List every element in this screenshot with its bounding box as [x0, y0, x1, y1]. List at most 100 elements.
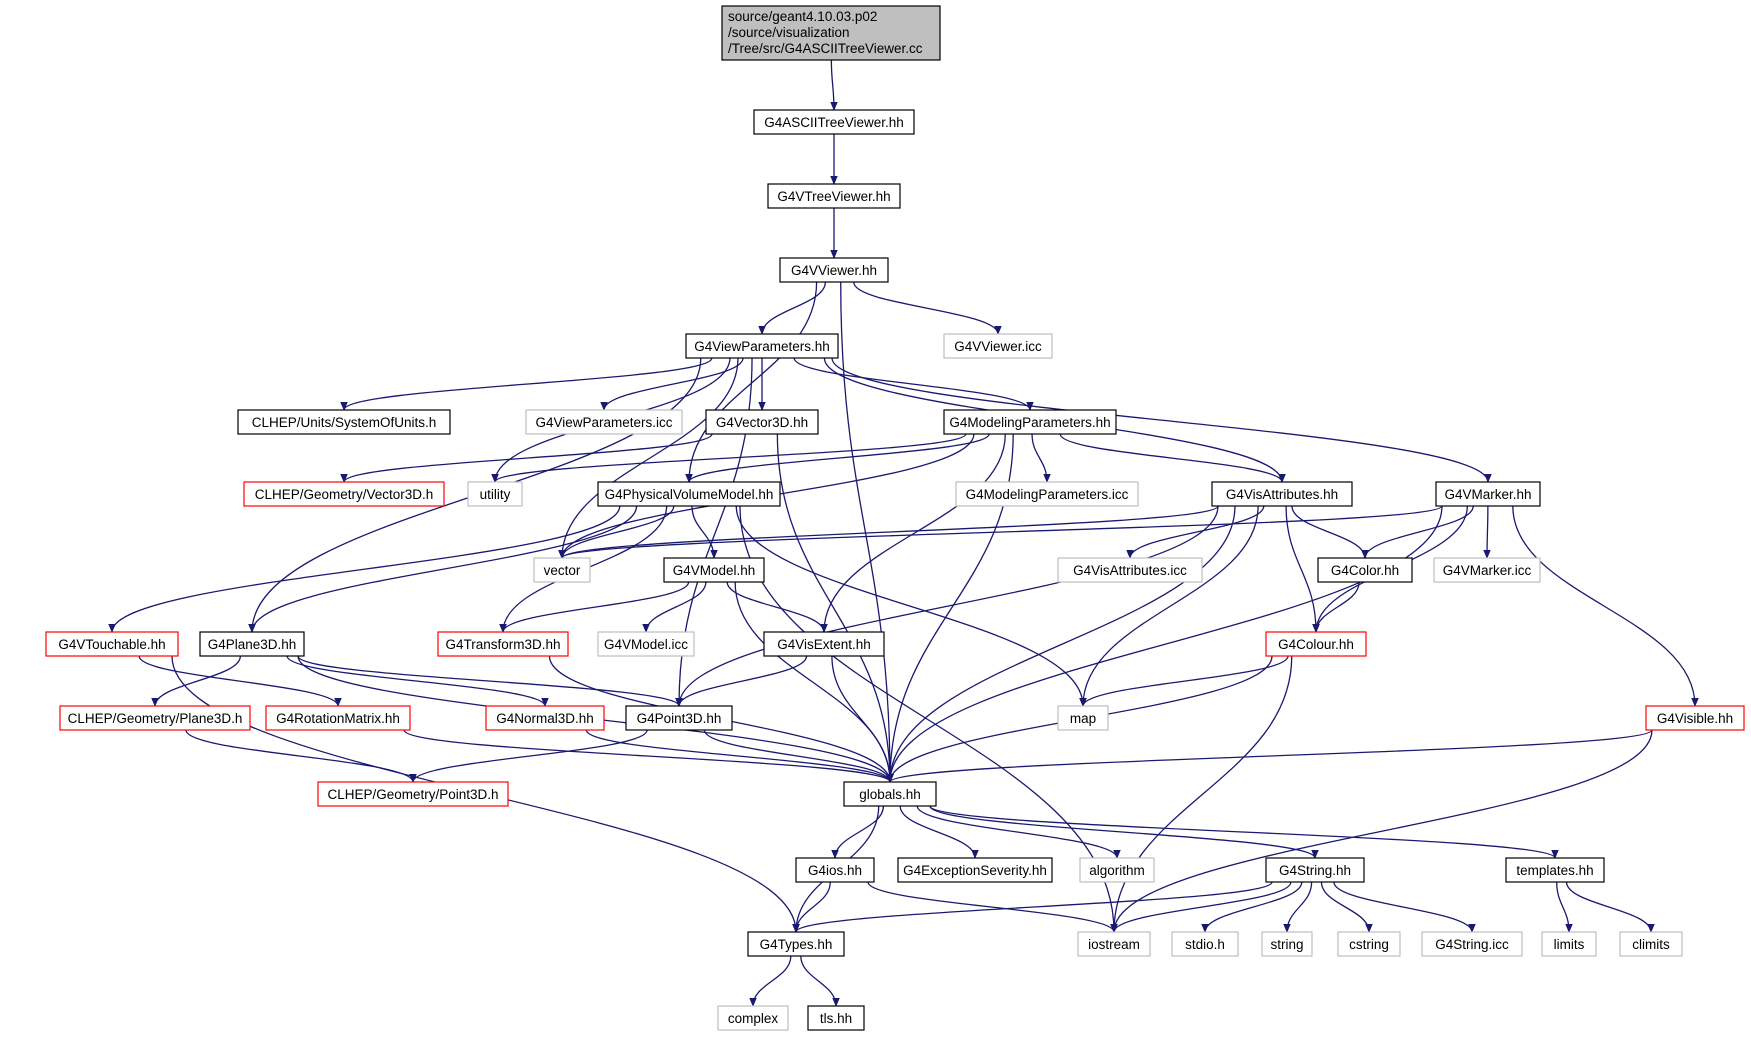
node-box-colour — [1265, 631, 1367, 657]
node-tls[interactable]: tls.hh — [807, 1005, 865, 1031]
edge-viewparams-to-modelparams — [793, 357, 1034, 411]
node-globals[interactable]: globals.hh — [843, 781, 937, 807]
node-label-map: map — [1070, 711, 1096, 726]
node-box-visextent — [763, 631, 885, 657]
edge-pvmodel-to-plane3d — [248, 505, 638, 633]
node-label-string: string — [1270, 937, 1303, 952]
node-box-vmodel — [663, 557, 765, 583]
node-color[interactable]: G4Color.hh — [1317, 557, 1413, 583]
edge-vviewer-to-pvmodel — [685, 281, 818, 483]
node-box-clhepplane — [59, 705, 251, 731]
edge-pvmodel-to-vector — [558, 505, 675, 559]
node-exsev[interactable]: G4ExceptionSeverity.hh — [897, 857, 1053, 883]
node-visattr[interactable]: G4VisAttributes.hh — [1211, 481, 1353, 507]
edge-plane3d-to-normal3d — [286, 655, 549, 707]
node-box-vpicc — [525, 409, 683, 435]
edge-visattr-to-point3d — [675, 505, 1219, 707]
node-label-vector: vector — [544, 563, 581, 578]
node-box-g4string — [1265, 857, 1365, 883]
node-rotmat[interactable]: G4RotationMatrix.hh — [265, 705, 411, 731]
node-label-stdio: stdio.h — [1185, 937, 1225, 952]
node-label-plane3d: G4Plane3D.hh — [208, 637, 297, 652]
edge-g4string-to-string — [1283, 881, 1313, 933]
node-label-vmarker: G4VMarker.hh — [1444, 487, 1531, 502]
node-box-mpicc — [955, 481, 1139, 507]
node-templates[interactable]: templates.hh — [1505, 857, 1605, 883]
node-label-vmicc: G4VMarker.icc — [1443, 563, 1532, 578]
node-label-globals: globals.hh — [859, 787, 921, 802]
node-point3d[interactable]: G4Point3D.hh — [625, 705, 733, 731]
node-box-vviewer — [779, 257, 889, 283]
node-colour[interactable]: G4Colour.hh — [1265, 631, 1367, 657]
edge-visible-to-iostream — [1110, 729, 1653, 933]
node-label-root-1: /source/visualization — [728, 25, 850, 40]
edge-visattr-to-vector — [558, 505, 1219, 559]
edge-vmodel-to-vmodelicc — [642, 581, 707, 633]
node-algorithm: algorithm — [1079, 857, 1155, 883]
edge-vviewer-to-viewparams — [758, 281, 827, 335]
edge-pvmodel-to-vmodel — [691, 505, 718, 559]
node-visible[interactable]: G4Visible.hh — [1645, 705, 1745, 731]
node-iostream: iostream — [1077, 931, 1151, 957]
node-vector3d[interactable]: G4Vector3D.hh — [705, 409, 819, 435]
node-units[interactable]: CLHEP/Units/SystemOfUnits.h — [237, 409, 451, 435]
node-g4stricc: G4String.icc — [1421, 931, 1523, 957]
node-viewparams[interactable]: G4ViewParameters.hh — [685, 333, 839, 359]
edge-vmarker-to-visible — [1512, 505, 1699, 707]
edge-clhepplane-to-clheppoint — [185, 729, 417, 783]
node-label-ascii: G4ASCIITreeViewer.hh — [764, 115, 904, 130]
edge-g4ios-to-iostream — [867, 881, 1118, 933]
nodes-layer: source/geant4.10.03.p02/source/visualiza… — [45, 5, 1745, 1031]
edge-g4string-to-g4stricc — [1333, 881, 1476, 933]
node-vmodel[interactable]: G4VModel.hh — [663, 557, 765, 583]
edge-vmodel-to-visextent — [726, 581, 828, 633]
node-clheppoint[interactable]: CLHEP/Geometry/Point3D.h — [317, 781, 509, 807]
node-box-tls — [807, 1005, 865, 1031]
node-vmarker[interactable]: G4VMarker.hh — [1435, 481, 1541, 507]
node-g4string[interactable]: G4String.hh — [1265, 857, 1365, 883]
node-touchable[interactable]: G4VTouchable.hh — [45, 631, 179, 657]
node-root[interactable]: source/geant4.10.03.p02/source/visualiza… — [721, 5, 941, 61]
node-g4types[interactable]: G4Types.hh — [747, 931, 845, 957]
node-g4ios[interactable]: G4ios.hh — [795, 857, 875, 883]
node-pvmodel[interactable]: G4PhysicalVolumeModel.hh — [597, 481, 781, 507]
edge-touchable-to-rotmat — [138, 655, 342, 707]
edge-pvmodel-to-touchable — [108, 505, 621, 633]
node-ascii[interactable]: G4ASCIITreeViewer.hh — [753, 109, 915, 135]
node-label-mpicc: G4ModelingParameters.icc — [966, 487, 1129, 502]
node-box-ascii — [753, 109, 915, 135]
edge-plane3d-to-point3d — [297, 655, 683, 707]
node-visextent[interactable]: G4VisExtent.hh — [763, 631, 885, 657]
edge-vmarker-to-vmicc — [1483, 505, 1491, 559]
node-box-vaicc — [1057, 557, 1203, 583]
node-label-root-0: source/geant4.10.03.p02 — [728, 9, 877, 24]
node-box-cstring — [1337, 931, 1401, 957]
node-modelparams[interactable]: G4ModelingParameters.hh — [943, 409, 1117, 435]
node-plane3d[interactable]: G4Plane3D.hh — [199, 631, 305, 657]
node-box-visattr — [1211, 481, 1353, 507]
node-label-cstring: cstring — [1349, 937, 1389, 952]
edge-visextent-to-globals — [831, 655, 894, 783]
node-box-climits — [1619, 931, 1683, 957]
node-label-viewparams: G4ViewParameters.hh — [694, 339, 830, 354]
edge-globals-to-exsev — [899, 805, 979, 859]
node-vviewer[interactable]: G4VViewer.hh — [779, 257, 889, 283]
node-label-point3d: G4Point3D.hh — [637, 711, 722, 726]
node-box-vmicc — [1433, 557, 1541, 583]
edge-modelparams-to-visattr — [1059, 433, 1286, 483]
edge-viewparams-to-units — [340, 357, 713, 411]
edge-g4string-to-iostream — [1110, 881, 1292, 933]
node-label-vvieweric: G4VViewer.icc — [954, 339, 1042, 354]
node-normal3d[interactable]: G4Normal3D.hh — [485, 705, 605, 731]
node-label-visextent: G4VisExtent.hh — [777, 637, 871, 652]
node-transform[interactable]: G4Transform3D.hh — [437, 631, 569, 657]
node-box-vtree — [767, 183, 901, 209]
edge-vmarker-to-color — [1361, 505, 1474, 559]
node-box-complex — [717, 1005, 789, 1031]
node-clhepplane[interactable]: CLHEP/Geometry/Plane3D.h — [59, 705, 251, 731]
node-label-g4types: G4Types.hh — [760, 937, 833, 952]
node-clhepvec[interactable]: CLHEP/Geometry/Vector3D.h — [243, 481, 445, 507]
edge-vmodel-to-globals — [734, 581, 894, 783]
node-vtree[interactable]: G4VTreeViewer.hh — [767, 183, 901, 209]
